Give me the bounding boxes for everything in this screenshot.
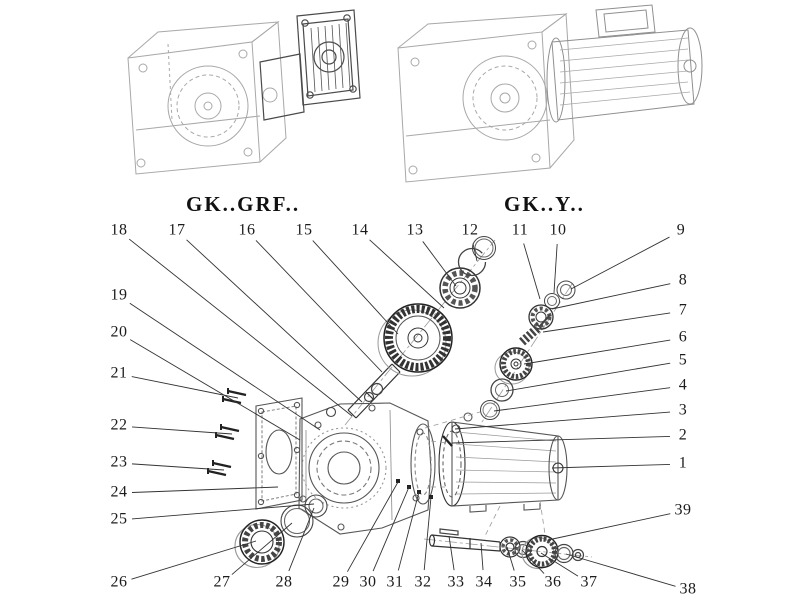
motor-drawing-gky	[546, 4, 703, 123]
leader-line-34	[480, 542, 484, 571]
leader-line-2	[451, 435, 671, 444]
leader-line-20	[129, 339, 301, 441]
leader-line-27	[231, 522, 293, 575]
flange-studs	[207, 388, 247, 477]
leader-line-39	[547, 513, 671, 541]
bearing-and-rings	[234, 494, 328, 569]
leader-line-13	[422, 241, 457, 287]
leader-line-16	[255, 240, 383, 373]
leader-line-24	[131, 486, 279, 493]
leader-line-10	[553, 243, 558, 294]
leader-line-11	[523, 243, 541, 300]
leader-line-5	[505, 362, 671, 392]
leader-line-25	[131, 503, 315, 520]
leader-line-28	[288, 507, 315, 572]
gearbox-drawing-gkgrf	[127, 21, 287, 175]
leader-line-6	[523, 339, 671, 365]
leader-line-35	[506, 546, 515, 571]
electric-motor	[438, 412, 568, 513]
leader-line-31	[397, 491, 420, 571]
leader-line-14	[369, 239, 445, 309]
leader-line-36	[521, 549, 545, 574]
bevel-gear	[494, 347, 533, 385]
leader-line-4	[493, 387, 671, 412]
leader-line-23	[131, 463, 225, 471]
leader-line-3	[454, 411, 671, 430]
mounting-flange-plate	[255, 397, 303, 510]
leader-line-38	[565, 553, 676, 587]
leader-line-22	[131, 426, 233, 435]
snap-ring-and-shim	[457, 236, 496, 277]
leader-line-9	[570, 236, 670, 290]
gearbox-drawing-gky	[397, 13, 575, 183]
leader-line-8	[551, 283, 671, 310]
input-shaft	[347, 363, 401, 419]
leader-line-19	[129, 302, 321, 431]
leader-line-37	[540, 552, 579, 577]
leader-line-32	[423, 496, 432, 571]
washer-and-ring	[480, 378, 514, 420]
leader-line-26	[131, 540, 257, 580]
output-shaft-assembly	[428, 528, 585, 570]
large-helical-gear	[377, 303, 453, 377]
leader-line-29	[346, 481, 399, 572]
assembly-guides	[424, 411, 546, 539]
leader-line-1	[551, 463, 671, 469]
leader-line-17	[186, 239, 363, 403]
bevel-pinion-shaft	[519, 314, 551, 346]
leader-line-18	[128, 238, 353, 417]
pinion-chain-rings	[544, 280, 576, 309]
leader-line-15	[312, 240, 399, 335]
gearbox-flange-gkgrf	[259, 9, 361, 121]
gear-housing	[298, 402, 436, 535]
leader-line-30	[372, 486, 410, 572]
leader-line-33	[448, 535, 455, 571]
input-bearing	[439, 267, 481, 309]
leader-line-21	[131, 376, 239, 399]
leader-lines	[128, 236, 676, 587]
leader-line-12	[472, 243, 478, 262]
variant-label-gky: GK..Y..	[504, 192, 585, 216]
variant-label-gkgrf: GK..GRF..	[186, 192, 301, 216]
leader-line-7	[542, 312, 671, 333]
